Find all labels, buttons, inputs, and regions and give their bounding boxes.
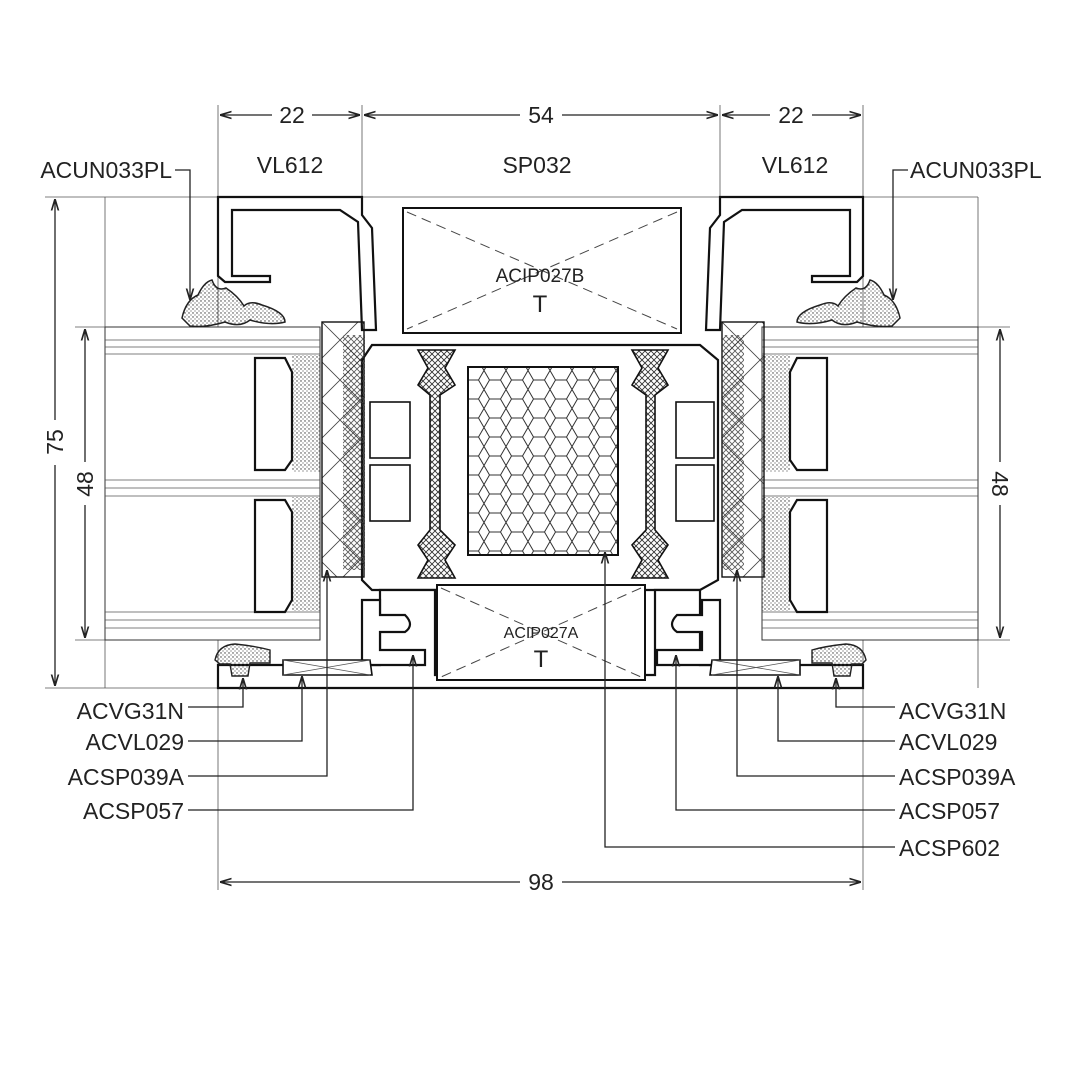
insert-top-label: ACIP027B — [496, 266, 585, 287]
svg-text:ACVG31N: ACVG31N — [77, 698, 184, 724]
dimension-top-right: 22 — [722, 102, 861, 128]
dimension-left-glass: 48 — [72, 329, 98, 638]
callout-left-acvg31n: ACVG31N — [77, 678, 243, 724]
svg-text:22: 22 — [778, 102, 804, 128]
dimension-top-center: 54 — [364, 102, 718, 128]
callout-right-acvg31n: ACVG31N — [836, 678, 1006, 724]
callout-left-acvl029: ACVL029 — [86, 676, 302, 755]
svg-text:54: 54 — [528, 102, 554, 128]
svg-text:ACSP039A: ACSP039A — [68, 764, 185, 790]
dimension-overall-width: 98 — [220, 869, 861, 895]
insert-bottom-symbol: T — [534, 646, 549, 673]
gasket-right-top — [796, 279, 901, 328]
svg-text:22: 22 — [279, 102, 305, 128]
callout-right-acsp039a: ACSP039A — [737, 570, 1016, 790]
insert-bottom: ACIP027A T — [436, 584, 646, 681]
svg-text:ACSP039A: ACSP039A — [899, 764, 1016, 790]
callout-left-acsp039a: ACSP039A — [68, 570, 327, 790]
svg-text:ACVL029: ACVL029 — [86, 729, 184, 755]
svg-text:48: 48 — [987, 471, 1013, 497]
svg-text:ACUN033PL: ACUN033PL — [40, 157, 172, 183]
glass-right — [761, 326, 979, 641]
insert-bottom-label: ACIP027A — [504, 625, 579, 642]
callout-left-acun033pl: ACUN033PL — [40, 157, 190, 300]
central-mullion — [321, 321, 765, 592]
svg-text:48: 48 — [72, 471, 98, 497]
svg-text:75: 75 — [42, 429, 68, 455]
insert-top-symbol: T — [533, 291, 548, 318]
bottom-frame — [214, 588, 867, 690]
top-frame-left — [181, 195, 378, 332]
callout-right-acsp057: ACSP057 — [676, 655, 1000, 824]
svg-text:ACSP057: ACSP057 — [899, 798, 1000, 824]
profile-label-center: SP032 — [502, 152, 571, 178]
gasket-left-top — [181, 279, 286, 328]
gasket-left-bottom — [214, 643, 271, 677]
insert-top: ACIP027B T — [402, 207, 682, 334]
glass-left — [104, 326, 321, 641]
callout-left-acsp057: ACSP057 — [83, 655, 413, 824]
dimension-overall-height: 75 — [42, 199, 68, 686]
dimension-top-left: 22 — [220, 102, 360, 128]
callout-right-acvl029: ACVL029 — [778, 676, 997, 755]
thermal-core — [467, 366, 619, 556]
callout-right-acun033pl: ACUN033PL — [893, 157, 1042, 300]
profile-label-right: VL612 — [762, 152, 829, 178]
svg-text:ACVG31N: ACVG31N — [899, 698, 1006, 724]
svg-text:98: 98 — [528, 869, 554, 895]
profile-label-left: VL612 — [257, 152, 324, 178]
top-frame-right — [704, 195, 901, 332]
callout-right-acsp602: ACSP602 — [605, 552, 1000, 861]
svg-text:ACSP057: ACSP057 — [83, 798, 184, 824]
svg-text:ACUN033PL: ACUN033PL — [910, 157, 1042, 183]
gasket-right-bottom — [811, 643, 867, 677]
svg-text:ACSP602: ACSP602 — [899, 835, 1000, 861]
dimension-right-glass: 48 — [987, 329, 1013, 638]
svg-text:ACVL029: ACVL029 — [899, 729, 997, 755]
